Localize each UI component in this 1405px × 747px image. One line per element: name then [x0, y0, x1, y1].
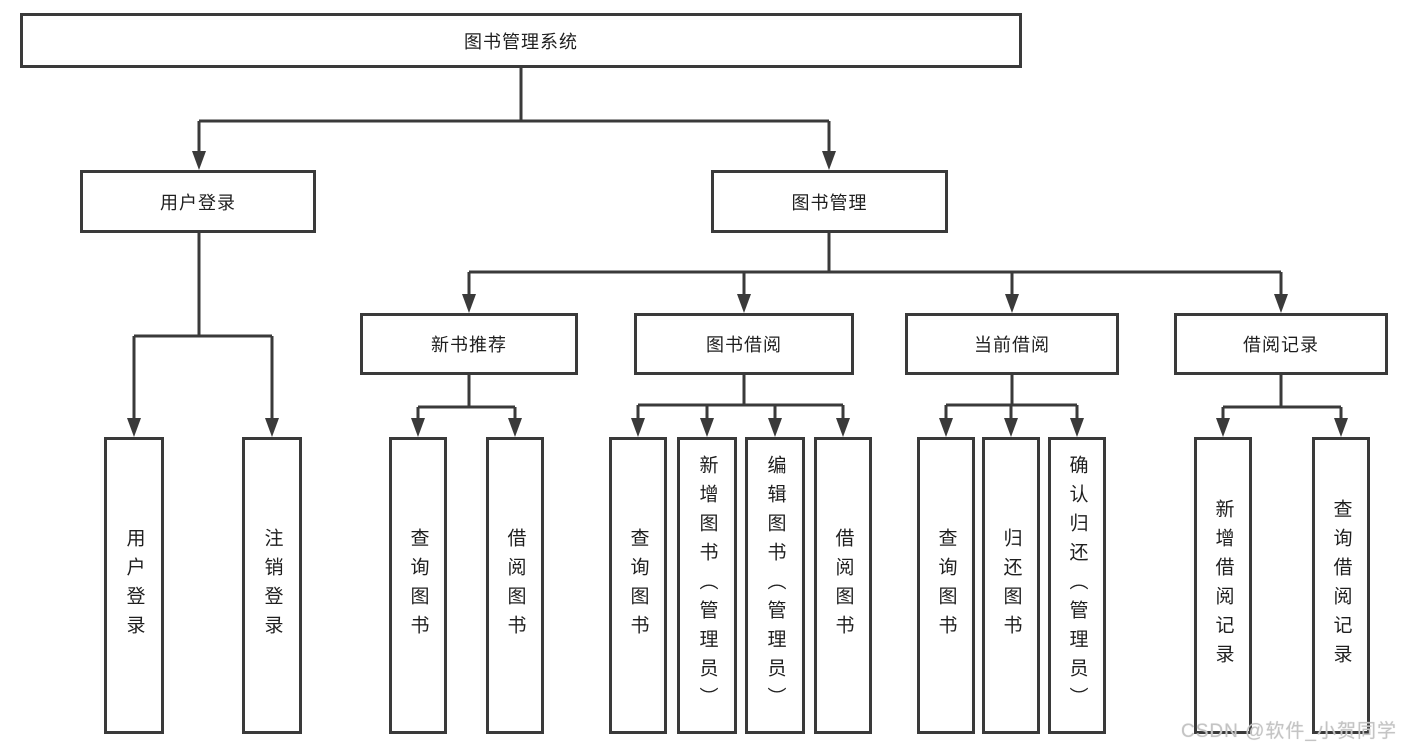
node-library-management-system: 图书管理系统 [20, 13, 1022, 68]
watermark: CSDN @软件_小贺同学 [1181, 721, 1397, 742]
leaf-label: 借阅图书 [832, 527, 854, 644]
node-user-login-branch: 用户登录 [80, 170, 316, 233]
leaf-label: 借阅图书 [504, 527, 526, 644]
node-new-book-recommend: 新书推荐 [360, 313, 578, 375]
leaf-borrow-books: 借阅图书 [486, 437, 544, 734]
leaf-label: 查询图书 [935, 527, 957, 644]
node-book-borrowing: 图书借阅 [634, 313, 854, 375]
leaf-label: 查询借阅记录 [1330, 498, 1352, 673]
leaf-query-borrow-record: 查询借阅记录 [1312, 437, 1370, 734]
leaf-borrow-books: 借阅图书 [814, 437, 872, 734]
leaf-logout: 注销登录 [242, 437, 302, 734]
leaf-label: 注销登录 [261, 527, 283, 644]
leaf-label: 归还图书 [1000, 527, 1022, 644]
leaf-return-books: 归还图书 [982, 437, 1040, 734]
node-book-management-branch: 图书管理 [711, 170, 948, 233]
leaf-label: 确认归还（管理员） [1066, 455, 1088, 716]
leaf-label: 查询图书 [627, 527, 649, 644]
edge-lines [132, 68, 1343, 421]
leaf-query-books: 查询图书 [917, 437, 975, 734]
leaf-label: 用户登录 [123, 527, 145, 644]
leaf-label: 编辑图书（管理员） [764, 455, 786, 716]
leaf-label: 新增借阅记录 [1212, 498, 1234, 673]
leaf-query-books: 查询图书 [389, 437, 447, 734]
leaf-query-books: 查询图书 [609, 437, 667, 734]
leaf-add-books-admin: 新增图书（管理员） [677, 437, 737, 734]
leaf-label: 查询图书 [407, 527, 429, 644]
leaf-user-login: 用户登录 [104, 437, 164, 734]
node-current-borrowing: 当前借阅 [905, 313, 1119, 375]
leaf-edit-books-admin: 编辑图书（管理员） [745, 437, 805, 734]
leaf-add-borrow-record: 新增借阅记录 [1194, 437, 1252, 734]
node-borrowing-records: 借阅记录 [1174, 313, 1388, 375]
arrowheads [127, 151, 1348, 437]
leaf-confirm-return-admin: 确认归还（管理员） [1048, 437, 1106, 734]
leaf-label: 新增图书（管理员） [696, 455, 718, 716]
